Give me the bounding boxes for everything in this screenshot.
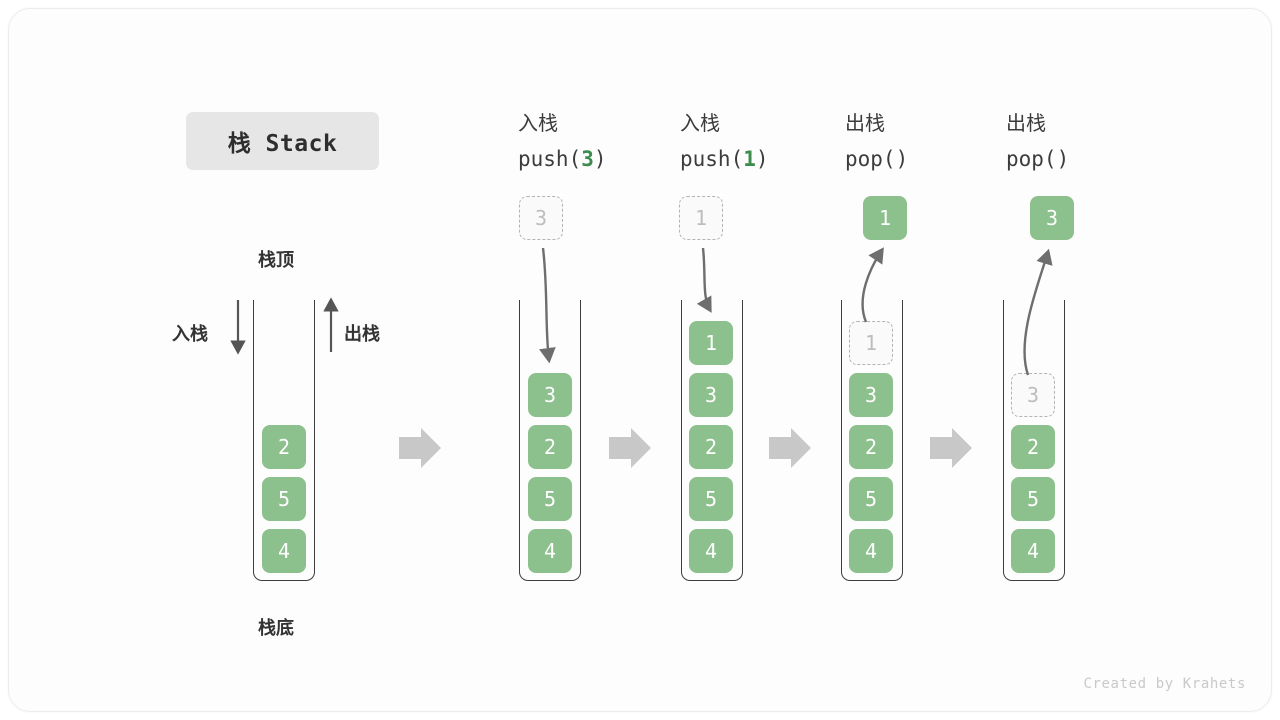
stack-cell: 3 bbox=[689, 373, 733, 417]
stack-cell: 4 bbox=[689, 529, 733, 573]
column-header-pop-1-zh: 出栈 bbox=[845, 111, 885, 135]
column-header-pop-3-code: pop() bbox=[1006, 141, 1069, 177]
stack-cell: 5 bbox=[528, 477, 572, 521]
ghost-cell-incoming: 1 bbox=[679, 196, 723, 240]
ghost-cell-removed: 3 bbox=[1011, 373, 1055, 417]
column-header-pop-3-zh: 出栈 bbox=[1006, 111, 1046, 135]
stack-container-pop-3 bbox=[1003, 300, 1065, 581]
column-header-pop-1: 出栈 pop() bbox=[845, 105, 908, 177]
label-stack-top: 栈顶 bbox=[258, 250, 294, 271]
code-prefix: push( bbox=[680, 147, 744, 171]
stack-cell: 3 bbox=[528, 373, 572, 417]
code-arg: 1 bbox=[743, 147, 756, 171]
stack-cell: 2 bbox=[1011, 425, 1055, 469]
label-push-side: 入栈 bbox=[172, 324, 208, 345]
stack-container-pop-1 bbox=[841, 300, 903, 581]
ghost-cell-removed: 1 bbox=[849, 321, 893, 365]
stack-container-push-3 bbox=[519, 300, 581, 581]
stack-cell: 2 bbox=[849, 425, 893, 469]
code-suffix: ) bbox=[1056, 147, 1070, 171]
stack-cell: 5 bbox=[262, 477, 306, 521]
column-header-push-1-zh: 入栈 bbox=[680, 111, 720, 135]
stack-container-initial bbox=[253, 300, 315, 581]
stack-cell: 4 bbox=[262, 529, 306, 573]
code-prefix: push( bbox=[518, 147, 582, 171]
ghost-cell-incoming: 3 bbox=[519, 196, 563, 240]
column-header-pop-3: 出栈 pop() bbox=[1006, 105, 1069, 177]
stack-cell: 2 bbox=[689, 425, 733, 469]
page-title: 栈 Stack bbox=[186, 112, 379, 170]
footer-credit: Created by Krahets bbox=[1083, 676, 1246, 692]
stack-cell: 4 bbox=[849, 529, 893, 573]
code-arg: 3 bbox=[581, 147, 594, 171]
popped-cell: 3 bbox=[1030, 196, 1074, 240]
code-suffix: ) bbox=[593, 147, 607, 171]
stack-cell: 4 bbox=[528, 529, 572, 573]
code-prefix: pop( bbox=[1006, 147, 1057, 171]
stack-container-push-1 bbox=[681, 300, 743, 581]
stack-cell: 5 bbox=[849, 477, 893, 521]
stack-cell: 2 bbox=[262, 425, 306, 469]
stack-cell: 1 bbox=[689, 321, 733, 365]
column-header-push-1-code: push(1) bbox=[680, 141, 769, 177]
popped-cell: 1 bbox=[863, 196, 907, 240]
column-header-push-3-code: push(3) bbox=[518, 141, 607, 177]
stack-cell: 4 bbox=[1011, 529, 1055, 573]
stack-cell: 5 bbox=[1011, 477, 1055, 521]
stack-cell: 2 bbox=[528, 425, 572, 469]
column-header-push-3-zh: 入栈 bbox=[518, 111, 558, 135]
code-suffix: ) bbox=[895, 147, 909, 171]
stack-cell: 5 bbox=[689, 477, 733, 521]
label-stack-bottom: 栈底 bbox=[258, 618, 294, 639]
column-header-push-3: 入栈 push(3) bbox=[518, 105, 607, 177]
column-header-push-1: 入栈 push(1) bbox=[680, 105, 769, 177]
column-header-pop-1-code: pop() bbox=[845, 141, 908, 177]
code-prefix: pop( bbox=[845, 147, 896, 171]
label-pop-side: 出栈 bbox=[344, 324, 380, 345]
code-suffix: ) bbox=[755, 147, 769, 171]
stack-cell: 3 bbox=[849, 373, 893, 417]
